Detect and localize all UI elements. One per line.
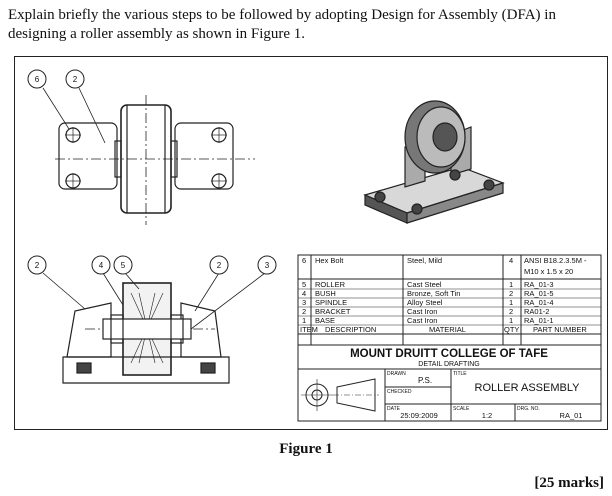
row-material: Steel, Mild bbox=[407, 256, 442, 265]
row-item: 4 bbox=[302, 289, 306, 298]
row-item: 5 bbox=[302, 280, 306, 289]
balloon-2-bottom-left bbox=[27, 255, 47, 275]
drawing-subtitle: DETAIL DRAFTING bbox=[418, 361, 479, 368]
row-part-number: RA_01-1 bbox=[524, 316, 554, 325]
isometric-view bbox=[363, 100, 505, 224]
balloon-label: 2 bbox=[217, 261, 222, 270]
row-part-number-2: M10 x 1.5 x 20 bbox=[524, 267, 573, 276]
engineering-drawing: 6 2 2 4 5 2 3 6 Hex Bolt Steel, Mild 4 A… bbox=[14, 56, 608, 430]
balloon-4 bbox=[91, 255, 111, 275]
drg-no-value: RA_01 bbox=[560, 411, 583, 420]
row-description: Hex Bolt bbox=[315, 256, 344, 265]
balloon-6-top bbox=[27, 69, 47, 89]
row-qty: 1 bbox=[509, 316, 513, 325]
balloon-3 bbox=[257, 255, 277, 275]
row-item: 3 bbox=[302, 298, 306, 307]
balloon-label: 2 bbox=[35, 261, 40, 270]
balloon-label: 2 bbox=[73, 75, 78, 84]
row-material: Alloy Steel bbox=[407, 298, 443, 307]
balloon-2-bottom-right bbox=[209, 255, 229, 275]
drawn-value: P.S. bbox=[418, 376, 432, 385]
drawn-label: DRAWN bbox=[387, 371, 406, 377]
drg-no-label: DRG. NO. bbox=[517, 406, 540, 412]
date-value: 25:09:2009 bbox=[400, 411, 438, 420]
row-description: BRACKET bbox=[315, 307, 351, 316]
question-text: Explain briefly the various steps to be … bbox=[8, 7, 556, 42]
header-qty: QTY bbox=[504, 325, 519, 334]
date-label: DATE bbox=[387, 406, 401, 412]
title-block bbox=[297, 344, 602, 422]
row-item: 1 bbox=[302, 316, 306, 325]
balloon-label: 4 bbox=[99, 261, 104, 270]
row-part-number: RA_01-4 bbox=[524, 298, 554, 307]
row-part-number: RA_01-3 bbox=[524, 280, 554, 289]
scale-label: SCALE bbox=[453, 406, 470, 412]
row-description: SPINDLE bbox=[315, 298, 347, 307]
row-qty: 2 bbox=[509, 289, 513, 298]
plan-view bbox=[42, 87, 255, 225]
drawing-title: ROLLER ASSEMBLY bbox=[475, 382, 581, 394]
scale-value: 1:2 bbox=[482, 411, 492, 420]
header-material: MATERIAL bbox=[429, 325, 466, 334]
header-item: ITEM bbox=[300, 325, 318, 334]
row-material: Cast Steel bbox=[407, 280, 442, 289]
row-part-number: RA01-2 bbox=[524, 307, 549, 316]
title-label: TITLE bbox=[453, 371, 467, 377]
row-description: BUSH bbox=[315, 289, 336, 298]
row-qty: 2 bbox=[509, 307, 513, 316]
balloon-label: 5 bbox=[121, 261, 126, 270]
row-description: BASE bbox=[315, 316, 335, 325]
row-qty: 1 bbox=[509, 280, 513, 289]
row-item: 6 bbox=[302, 256, 306, 265]
header-description: DESCRIPTION bbox=[325, 325, 376, 334]
row-qty: 1 bbox=[509, 298, 513, 307]
row-part-number: RA_01-5 bbox=[524, 289, 554, 298]
balloon-5 bbox=[113, 255, 133, 275]
row-part-number: ANSI B18.2.3.5M - bbox=[524, 256, 587, 265]
balloon-label: 3 bbox=[265, 261, 270, 270]
figure-caption: Figure 1 bbox=[279, 441, 333, 457]
drawing-canvas: 6 2 2 4 5 2 3 6 Hex Bolt Steel, Mild 4 A… bbox=[27, 69, 602, 422]
row-item: 2 bbox=[302, 307, 306, 316]
row-qty: 4 bbox=[509, 256, 513, 265]
row-material: Cast Iron bbox=[407, 307, 437, 316]
marks-label: [25 marks] bbox=[534, 475, 604, 491]
elevation-view bbox=[42, 272, 266, 384]
row-material: Bronze, Soft Tin bbox=[407, 289, 460, 298]
balloon-label: 6 bbox=[35, 75, 40, 84]
school-name: MOUNT DRUITT COLLEGE OF TAFE bbox=[350, 348, 548, 360]
checked-label: CHECKED bbox=[387, 389, 412, 395]
balloon-2-top bbox=[65, 69, 85, 89]
row-description: ROLLER bbox=[315, 280, 346, 289]
row-material: Cast Iron bbox=[407, 316, 437, 325]
header-part-number: PART NUMBER bbox=[533, 325, 587, 334]
